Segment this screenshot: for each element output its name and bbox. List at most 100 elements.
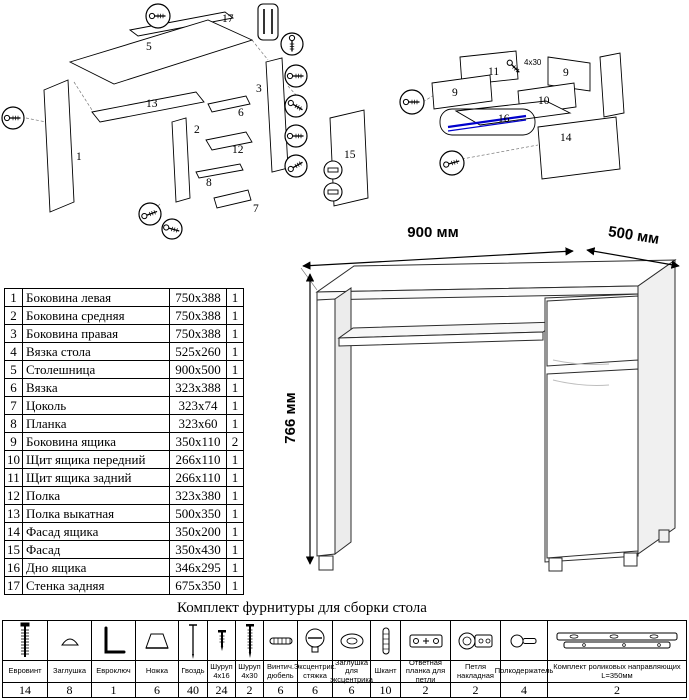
hw-qty: 6: [154, 683, 160, 697]
part-size: 750x388: [169, 306, 227, 325]
hw-qty: 10: [379, 683, 392, 697]
fastener-callouts: [1, 3, 343, 240]
hw-label: Евроключ: [92, 661, 135, 683]
hw-item-gvozd: Гвоздь 40: [179, 621, 208, 697]
label-11: 11: [488, 66, 499, 78]
part-size: 266x110: [169, 450, 227, 469]
hw-item-petlya: Петля накладная 2: [451, 621, 501, 697]
label-13: 13: [146, 98, 158, 110]
handle-grooves: [552, 359, 610, 386]
part-qty: 1: [226, 306, 244, 325]
part-qty: 1: [226, 522, 244, 541]
hw-item-excentrik: Эксцентрик. стяжка 6: [294, 621, 336, 697]
hw-qty: 4: [521, 683, 527, 697]
part-qty: 1: [226, 504, 244, 523]
part-size: 750x388: [169, 324, 227, 343]
part-number: 16: [4, 558, 23, 577]
hardware-kit-table: Евровинт 14 Заглушка 8 Евроключ 1 Ножка …: [2, 620, 687, 698]
panel-side-9-far-right: [599, 52, 625, 118]
dowel-legend-box: [257, 3, 279, 41]
hw-label: Ножка: [136, 661, 178, 683]
part-size: 323x380: [169, 486, 227, 505]
part-name: Щит ящика передний: [22, 450, 170, 469]
part-name: Дно ящика: [22, 558, 170, 577]
drawer-number-labels: 11 9 9 10 16 14: [452, 66, 572, 144]
part-number: 6: [4, 378, 23, 397]
part-qty: 1: [226, 450, 244, 469]
hw-qty: 8: [66, 683, 73, 697]
hex-key-icon: [92, 621, 135, 661]
part-size: 750x388: [169, 288, 227, 307]
part-qty: 1: [226, 396, 244, 415]
part-name: Полка: [22, 486, 170, 505]
screw-note-group: 4x30: [505, 58, 542, 75]
hw-qty: 40: [187, 683, 199, 697]
label-16: 16: [498, 113, 510, 125]
part-qty: 1: [226, 576, 244, 595]
cam-cap-icon: [333, 621, 370, 661]
part-number: 5: [4, 360, 23, 379]
height-dimension-label: 766 мм: [282, 392, 299, 443]
part-size: 323x60: [169, 414, 227, 433]
label-8: 8: [206, 177, 212, 189]
part-size: 350x110: [169, 432, 227, 451]
part-number: 3: [4, 324, 23, 343]
part-qty: 1: [226, 468, 244, 487]
width-dimension-label: 900 мм: [407, 224, 458, 241]
part-name: Цоколь: [22, 396, 170, 415]
label-10: 10: [538, 95, 550, 107]
desk-right-side-face: [637, 259, 676, 555]
wooden-dowel-icon: [371, 621, 400, 661]
part-qty: 1: [226, 558, 244, 577]
hw-qty: 6: [348, 683, 355, 697]
part-qty: 1: [226, 540, 244, 559]
label-5: 5: [146, 41, 152, 53]
part-size: 266x110: [169, 468, 227, 487]
part-name: Фасад: [22, 540, 170, 559]
label-14: 14: [560, 132, 572, 144]
part-name: Боковина правая: [22, 324, 170, 343]
part-number: 8: [4, 414, 23, 433]
panel-plinth-7: [213, 189, 252, 209]
screw-short-icon: [208, 621, 235, 661]
dimension-depth: 500 мм: [586, 223, 680, 269]
hw-qty: 6: [312, 683, 318, 697]
hw-label: Заглушка: [48, 661, 91, 683]
part-number: 1: [4, 288, 23, 307]
hinge-plate-icon: [401, 621, 450, 661]
part-number: 14: [4, 522, 23, 541]
hw-label: Шуруп 4x16: [208, 661, 235, 683]
hw-qty: 24: [215, 683, 228, 697]
panel-bottom-16: [454, 100, 572, 126]
desk-body: [315, 259, 677, 572]
part-size: 350x200: [169, 522, 227, 541]
hinge-icon: [451, 621, 500, 661]
cam-lock-icon: [298, 621, 332, 661]
depth-dimension-label: 500 мм: [607, 223, 660, 248]
cap-icon: [48, 621, 91, 661]
drawer-front: [546, 295, 639, 367]
desk-foot: [623, 552, 638, 567]
drawer-slides-icon: [548, 621, 686, 661]
hw-label: Ответная планка для петли: [401, 658, 450, 684]
part-number: 17: [4, 576, 23, 595]
part-size: 323x74: [169, 396, 227, 415]
hw-qty: 1: [110, 683, 117, 697]
hw-label: Винтич. дюбель: [264, 661, 297, 683]
part-number: 7: [4, 396, 23, 415]
desk-foot: [318, 555, 334, 571]
exploded-view-drawer: 4x30 11 9 9 10 16 14: [399, 50, 625, 180]
part-size: 900x500: [169, 360, 227, 379]
part-number: 12: [4, 486, 23, 505]
